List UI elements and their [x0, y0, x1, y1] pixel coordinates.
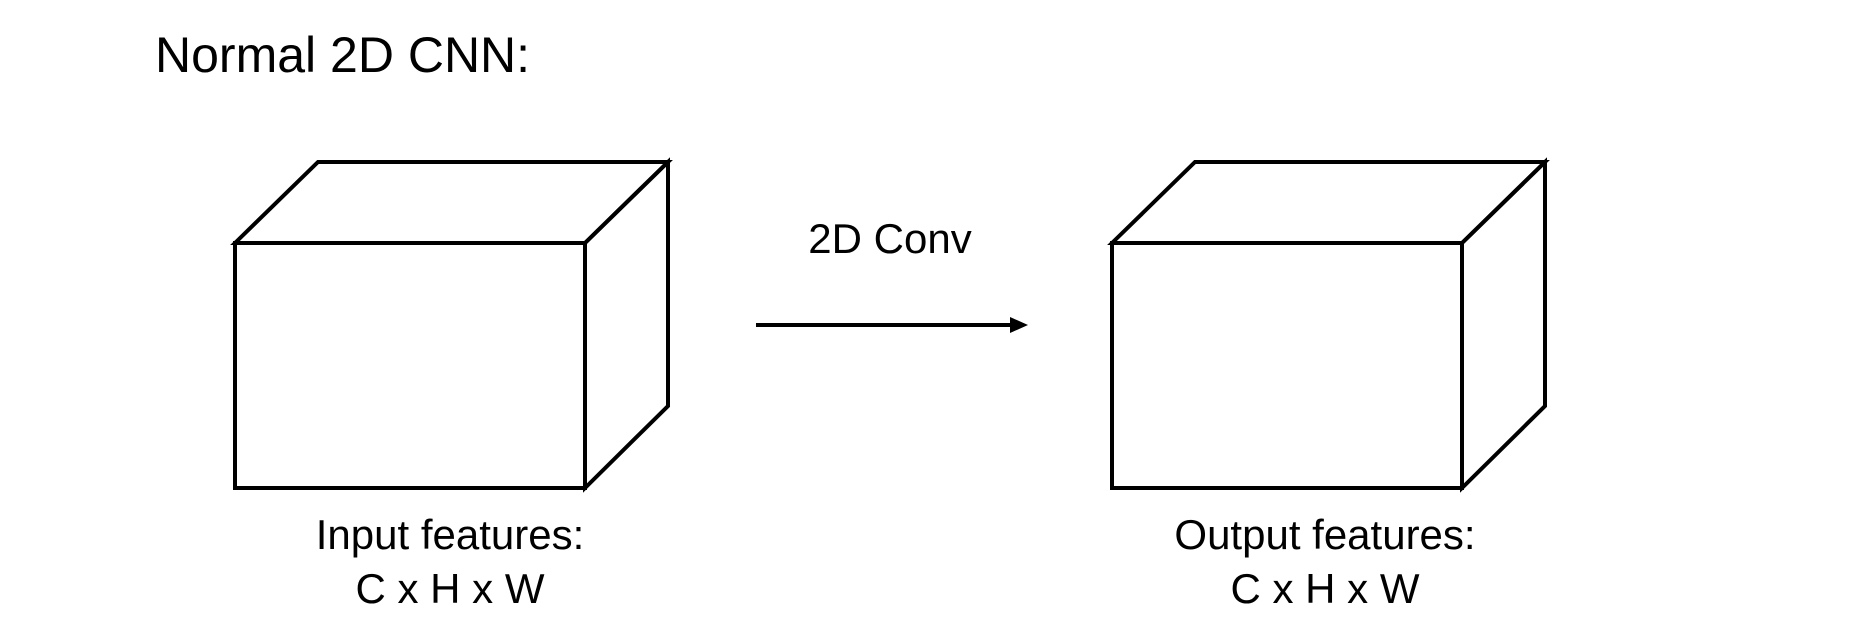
input-feature-cuboid — [230, 157, 673, 493]
output-feature-cuboid — [1107, 157, 1550, 493]
input-cuboid-top-face — [230, 160, 673, 245]
input-features-caption: Input features: C x H x W — [250, 508, 650, 616]
output-features-caption: Output features: C x H x W — [1125, 508, 1525, 616]
input-features-dims: C x H x W — [355, 565, 545, 612]
input-features-title: Input features: — [315, 511, 585, 558]
conv-arrow-head — [1010, 317, 1028, 333]
output-features-title: Output features: — [1174, 511, 1476, 558]
diagram-title: Normal 2D CNN: — [155, 27, 531, 83]
input-cuboid-side-face — [583, 157, 670, 493]
output-features-dims: C x H x W — [1230, 565, 1420, 612]
output-cuboid-side-face — [1460, 157, 1547, 493]
output-cuboid-front-face — [1110, 241, 1464, 490]
output-cuboid-top-face — [1107, 160, 1550, 245]
conv-arrow-label: 2D Conv — [808, 215, 972, 262]
input-cuboid-front-face — [233, 241, 587, 490]
conv-arrow — [756, 317, 1028, 333]
